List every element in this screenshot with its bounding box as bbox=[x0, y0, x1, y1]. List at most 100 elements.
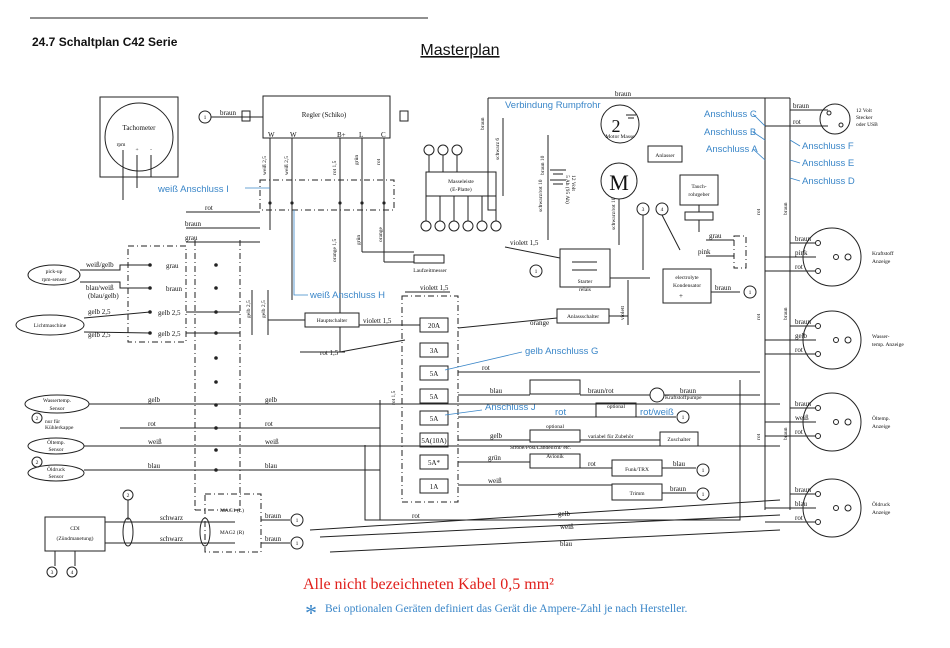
gauge-wire-label: braun bbox=[795, 318, 811, 326]
svg-text:M: M bbox=[609, 170, 629, 195]
svg-text:Kondensator: Kondensator bbox=[673, 283, 701, 289]
regler-connector bbox=[259, 179, 395, 211]
elektrolyt-kondensator bbox=[662, 268, 712, 304]
svg-text:weiß 2,5: weiß 2,5 bbox=[283, 156, 290, 175]
gauges: braunpinkrotKraftstoffAnzeigebraungelbro… bbox=[765, 227, 904, 538]
kraftstoffpumpe-icon bbox=[649, 387, 665, 403]
svg-text:grau: grau bbox=[709, 232, 722, 240]
svg-text:variabel für Zubehör: variabel für Zubehör bbox=[588, 433, 634, 440]
svg-text:rot: rot bbox=[555, 407, 566, 418]
svg-text:blau/weiß: blau/weiß bbox=[86, 284, 114, 292]
fuse-label: 3A bbox=[430, 347, 439, 355]
svg-text:gelb: gelb bbox=[148, 396, 161, 404]
svg-text:Anlasser: Anlasser bbox=[655, 153, 674, 159]
gauge-wire-label: braun bbox=[795, 400, 811, 408]
svg-text:violett 1,5: violett 1,5 bbox=[510, 239, 539, 247]
svg-text:Kraftstoffpumpe: Kraftstoffpumpe bbox=[665, 394, 702, 401]
svg-text:weiß: weiß bbox=[488, 477, 502, 485]
gauge-label: Öldruck bbox=[872, 501, 890, 508]
svg-text:braun: braun bbox=[185, 220, 201, 228]
fuse bbox=[419, 317, 449, 333]
svg-text:1: 1 bbox=[702, 492, 705, 498]
svg-text:Strobe/Posi/Landelicht/ etc.: Strobe/Posi/Landelicht/ etc. bbox=[510, 445, 572, 451]
svg-text:braun/rot: braun/rot bbox=[588, 387, 614, 395]
star-icon: * bbox=[305, 601, 317, 627]
fuse bbox=[419, 342, 449, 358]
regler-label: Regler (Schiko) bbox=[302, 111, 347, 119]
svg-text:+: + bbox=[135, 147, 138, 153]
svg-text:Anlassschalter: Anlassschalter bbox=[567, 314, 599, 320]
svg-text:rot/weiß: rot/weiß bbox=[640, 407, 674, 418]
optional-geraet-2 bbox=[529, 429, 581, 443]
switch-kraftstoffpumpe bbox=[529, 379, 581, 395]
svg-text:schwarz/rot 10: schwarz/rot 10 bbox=[611, 197, 617, 230]
fuse bbox=[419, 388, 449, 404]
svg-text:gelb: gelb bbox=[490, 432, 503, 440]
svg-text:rot: rot bbox=[756, 313, 762, 320]
svg-text:gelb 2,5: gelb 2,5 bbox=[246, 300, 252, 318]
svg-text:Hauptschalter: Hauptschalter bbox=[317, 318, 348, 324]
svg-text:Trimm: Trimm bbox=[629, 491, 645, 497]
svg-text:braun: braun bbox=[783, 202, 789, 215]
anschluss-f: Anschluss F bbox=[802, 141, 854, 152]
optional-note: Bei optionalen Geräten definiert das Ger… bbox=[325, 603, 688, 615]
svg-text:(E-Platte): (E-Platte) bbox=[450, 186, 472, 193]
svg-text:12 Volt: 12 Volt bbox=[570, 175, 576, 191]
fuse-label: 1A bbox=[430, 483, 439, 491]
tachometer-label: Tachometer bbox=[123, 124, 157, 132]
fuse bbox=[419, 410, 449, 426]
svg-text:Tauch-: Tauch- bbox=[691, 184, 706, 190]
rpm-label: rpm bbox=[117, 142, 127, 148]
svg-text:12 Volt: 12 Volt bbox=[856, 108, 872, 114]
connector-harness-left bbox=[127, 245, 187, 343]
svg-text:Funk/TRX: Funk/TRX bbox=[625, 467, 649, 473]
anschluss-g: gelb Anschluss G bbox=[525, 346, 598, 357]
svg-text:braun: braun bbox=[783, 427, 789, 440]
svg-text:violett 1,5: violett 1,5 bbox=[363, 317, 392, 325]
cdi bbox=[44, 516, 106, 552]
anschluss-h: weiß Anschluss H bbox=[309, 290, 385, 301]
svg-text:3: 3 bbox=[51, 570, 54, 576]
svg-text:1: 1 bbox=[204, 115, 207, 121]
anschluss-b: Anschluss B bbox=[704, 127, 756, 138]
gauge-label: Kraftstoff bbox=[872, 250, 894, 257]
svg-text:Stecker: Stecker bbox=[856, 115, 873, 121]
svg-text:rot: rot bbox=[588, 460, 596, 468]
svg-text:braun: braun bbox=[166, 285, 182, 293]
laufzeitmesser bbox=[413, 254, 445, 264]
svg-text:blau: blau bbox=[490, 387, 503, 395]
regler bbox=[262, 95, 391, 139]
svg-text:Starter: Starter bbox=[578, 279, 593, 285]
fuse-label: 5A(10A) bbox=[421, 437, 447, 445]
optional-geraet-1 bbox=[595, 402, 637, 418]
svg-text:-: - bbox=[150, 147, 152, 153]
svg-text:orange: orange bbox=[378, 226, 384, 242]
svg-text:gelb: gelb bbox=[558, 510, 571, 518]
svg-text:Sensor: Sensor bbox=[50, 406, 65, 412]
starter-relais bbox=[559, 248, 611, 288]
section-title: 24.7 Schaltplan C42 Serie bbox=[32, 35, 178, 49]
steckdose-12v bbox=[819, 103, 851, 135]
fuse-label: 5A* bbox=[428, 459, 441, 467]
svg-text:rot 1,5: rot 1,5 bbox=[332, 160, 338, 175]
tachometer bbox=[99, 96, 179, 178]
svg-text:violett 1,5: violett 1,5 bbox=[420, 284, 449, 292]
svg-text:blau: blau bbox=[265, 462, 278, 470]
svg-text:relais: relais bbox=[579, 287, 591, 293]
gauge-wire-label: pink bbox=[795, 249, 808, 257]
svg-text:4: 4 bbox=[661, 207, 664, 213]
svg-text:schwarz: schwarz bbox=[160, 535, 183, 543]
oeldruck-sensor bbox=[27, 464, 85, 482]
svg-text:braun: braun bbox=[265, 535, 281, 543]
svg-text:rot: rot bbox=[148, 420, 156, 428]
gauge-wire-label: gelb bbox=[795, 332, 808, 340]
svg-text:Masseleiste: Masseleiste bbox=[448, 179, 474, 185]
gauge-sublabel: Anzeige bbox=[872, 259, 891, 265]
batterie bbox=[550, 169, 566, 185]
svg-text:blau: blau bbox=[148, 462, 161, 470]
svg-text:Öldruck: Öldruck bbox=[47, 466, 65, 473]
fuse-label: 5A bbox=[430, 415, 439, 423]
anschluss-i: weiß Anschluss I bbox=[157, 184, 229, 195]
fuse-label: 5A bbox=[430, 393, 439, 401]
